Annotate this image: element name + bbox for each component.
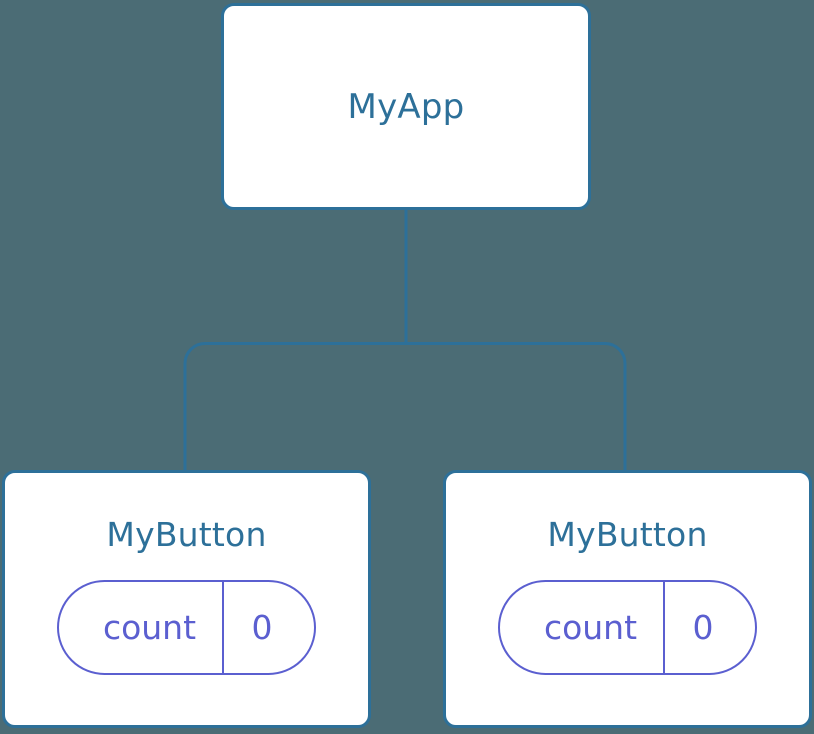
state-pill-right[interactable]: count 0 bbox=[497, 580, 758, 675]
node-mybutton-right[interactable]: MyButton count 0 bbox=[443, 470, 812, 728]
state-key-right: count bbox=[543, 608, 638, 647]
edge-root-to-child-right bbox=[406, 342, 627, 471]
state-value-right: 0 bbox=[692, 608, 714, 647]
node-mybutton-right-label: MyButton bbox=[547, 515, 708, 554]
state-divider-left bbox=[222, 582, 225, 673]
state-value-left: 0 bbox=[251, 608, 273, 647]
state-pill-left[interactable]: count 0 bbox=[56, 580, 317, 675]
node-myapp-label: MyApp bbox=[347, 86, 465, 127]
node-mybutton-left[interactable]: MyButton count 0 bbox=[2, 470, 371, 728]
state-divider-right bbox=[663, 582, 666, 673]
node-myapp[interactable]: MyApp bbox=[221, 3, 591, 210]
edge-root-to-child-left bbox=[183, 342, 406, 471]
state-key-left: count bbox=[102, 608, 197, 647]
node-mybutton-left-label: MyButton bbox=[106, 515, 267, 554]
